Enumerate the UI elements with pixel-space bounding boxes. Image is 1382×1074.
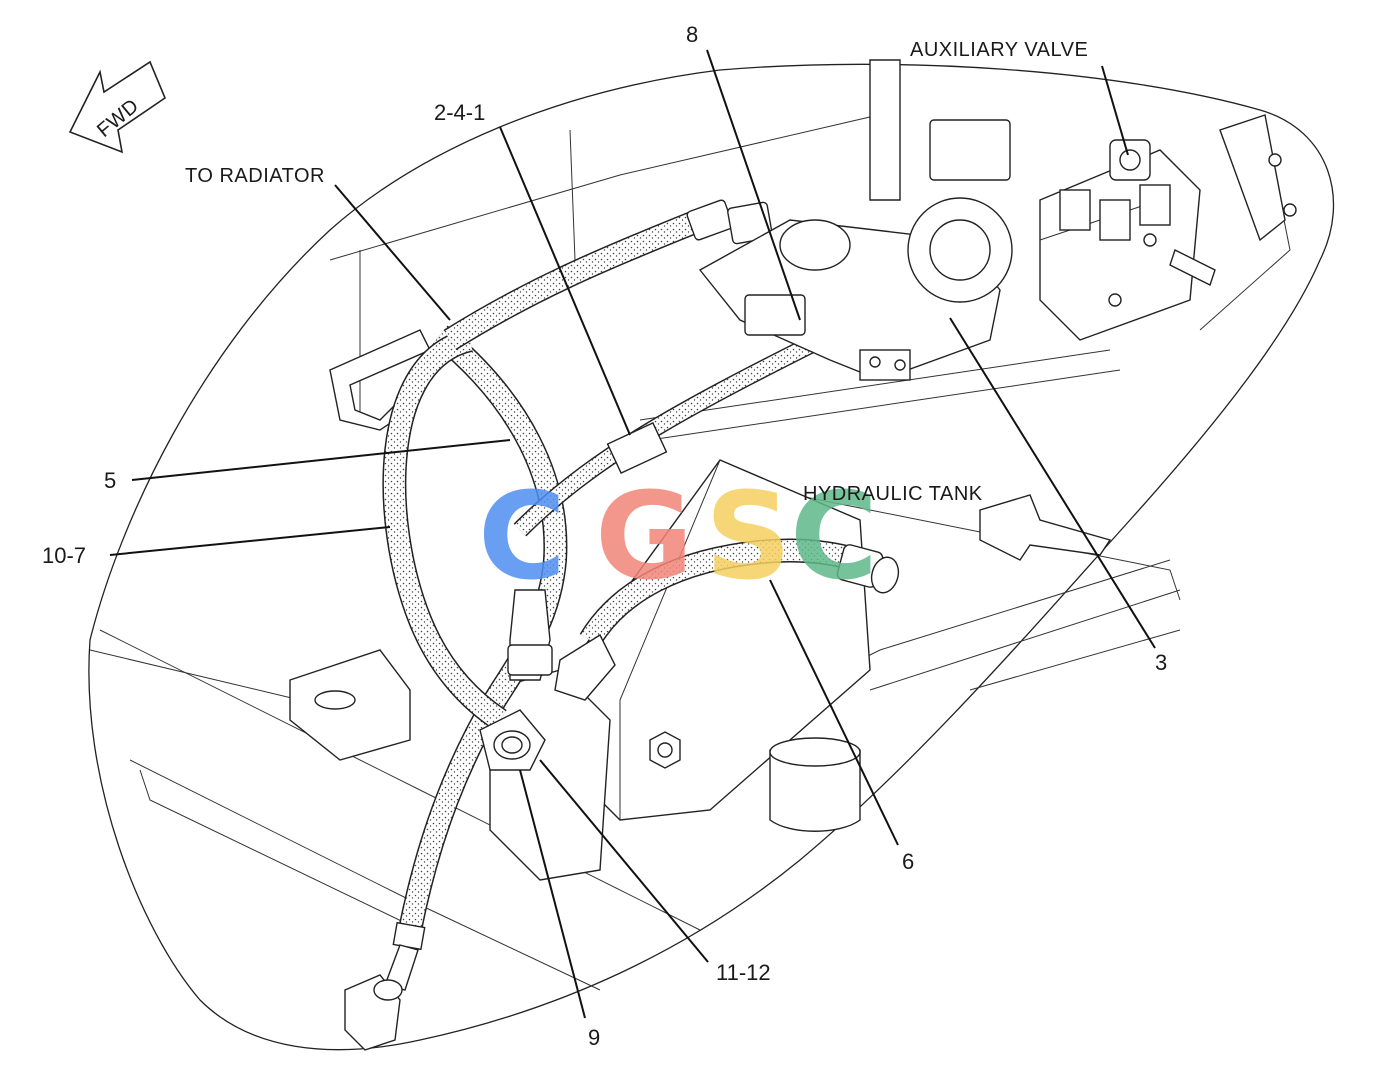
forward-arrow: FWD xyxy=(68,60,166,154)
leader-item-11-12 xyxy=(539,759,709,963)
leader-lines xyxy=(109,49,1156,1019)
frame-rails xyxy=(639,349,1181,691)
label-item-6: 6 xyxy=(902,849,914,874)
leader-item-8 xyxy=(706,49,801,321)
label-item-9: 9 xyxy=(588,1025,600,1050)
label-item-10-7: 10-7 xyxy=(42,543,86,568)
elbow-fitting-center xyxy=(479,589,553,771)
leader-item-3 xyxy=(949,317,1156,649)
hose-item-8 xyxy=(443,199,773,351)
label-auxiliary-valve: AUXILIARY VALVE xyxy=(910,39,1088,61)
label-hydraulic-tank: HYDRAULIC TANK xyxy=(803,483,983,505)
hose-item-10-7 xyxy=(382,328,507,730)
label-item-2-4-1: 2-4-1 xyxy=(434,100,485,125)
watermark: C G S C xyxy=(478,468,878,607)
leader-item-10-7 xyxy=(109,526,391,556)
label-item-3: 3 xyxy=(1155,650,1167,675)
label-item-8: 8 xyxy=(686,22,698,47)
pump-assembly xyxy=(698,59,1013,381)
hose-item-6 xyxy=(554,538,900,701)
label-to-radiator: TO RADIATOR xyxy=(185,165,325,187)
leader-item-6 xyxy=(769,579,899,846)
label-item-5: 5 xyxy=(104,468,116,493)
watermark-letter-2: G xyxy=(595,468,694,607)
auxiliary-valve-assembly xyxy=(1039,139,1216,341)
leader-auxiliary-valve xyxy=(1101,65,1129,156)
right-bracket xyxy=(1219,114,1297,242)
callout-labels: TO RADIATOR AUXILIARY VALVE HYDRAULIC TA… xyxy=(42,22,1167,1050)
watermark-letter-1: C xyxy=(478,468,566,607)
watermark-letter-3: S xyxy=(705,468,791,607)
leader-item-2-4-1 xyxy=(499,126,631,436)
leader-to-radiator xyxy=(334,184,451,321)
watermark-letter-4: C xyxy=(790,468,878,607)
leader-item-9 xyxy=(519,769,586,1019)
leader-item-5 xyxy=(131,439,511,481)
label-item-11-12: 11-12 xyxy=(716,960,771,985)
